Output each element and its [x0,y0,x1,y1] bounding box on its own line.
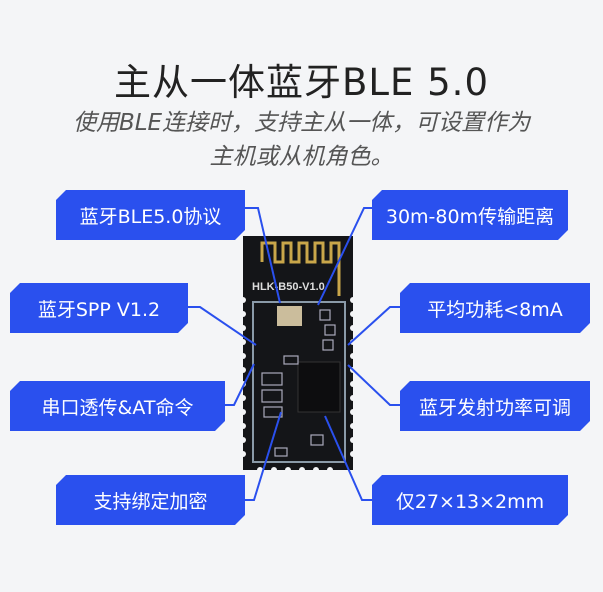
subtitle-line-2: 主机或从机角色。 [209,144,394,170]
main-chip [297,361,341,413]
crystal-oscillator [277,306,302,326]
feature-range: 30m-80m传输距离 [372,190,568,240]
feature-ble-protocol: 蓝牙BLE5.0协议 [56,190,245,240]
subtitle-line-1: 使用BLE连接时，支持主从一体，可设置作为 [72,110,531,136]
feature-tx-power: 蓝牙发射功率可调 [400,381,590,431]
antenna-trace [260,241,341,296]
module-label: HLK-B50-V1.0 [252,281,325,293]
callout-lines [188,207,400,501]
feature-uart-at: 串口透传&AT命令 [10,381,225,431]
bluetooth-module-pcb: HLK-B50-V1.0 [240,236,356,473]
feature-size: 仅27×13×2mm [372,475,568,525]
page-title: 主从一体蓝牙BLE 5.0 [114,61,489,104]
feature-spp-version: 蓝牙SPP V1.2 [10,283,188,333]
feature-power: 平均功耗<8mA [400,283,590,333]
feature-bind-encrypt: 支持绑定加密 [56,475,245,525]
